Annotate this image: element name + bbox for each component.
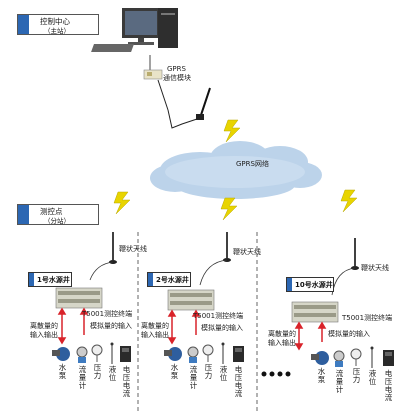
io-arrow	[294, 321, 327, 351]
lightning-icon	[220, 197, 238, 221]
flowmeter-icon	[333, 350, 345, 367]
lightning-icon	[223, 119, 241, 143]
device-label: 电压电流	[384, 369, 393, 402]
discrete-io-label: 离散量的	[268, 330, 296, 338]
computer-icon	[91, 8, 178, 52]
pressure-gauge-icon	[350, 348, 362, 366]
cable	[167, 109, 201, 129]
flowmeter-icon	[187, 346, 199, 363]
device-label: 压力	[352, 367, 361, 384]
meter-icon	[383, 350, 394, 366]
lightning-icon	[340, 189, 358, 213]
device-label: 电压电流	[234, 365, 243, 398]
terminal-icon	[167, 289, 215, 311]
antenna-icon	[196, 87, 211, 120]
level-sensor-icon	[221, 342, 225, 364]
well-label: 2号水源井	[156, 276, 189, 284]
terminal-label: T5001测控终端	[82, 310, 133, 318]
cloud-icon	[150, 141, 322, 199]
device-label: 压力	[93, 363, 102, 380]
pump-icon	[52, 347, 70, 361]
antenna-label: 鞭状天线	[233, 248, 261, 256]
device-label: 水泵	[170, 363, 179, 380]
measure-point-title: 测控点	[40, 207, 63, 216]
discrete-io-label: 输入输出	[141, 331, 169, 339]
io-arrow	[57, 307, 89, 345]
device-label: 流量计	[189, 365, 198, 390]
gprs-module-label: GPRS	[167, 65, 186, 73]
device-label: 水泵	[58, 363, 67, 380]
discrete-io-label: 输入输出	[268, 339, 296, 347]
pressure-gauge-icon	[91, 344, 103, 362]
io-arrow	[167, 309, 201, 345]
device-label: 电压电流	[122, 365, 131, 398]
control-center-box: 控制中心 （主站）	[17, 14, 99, 35]
meter-icon	[233, 346, 244, 362]
meter-icon	[120, 346, 131, 362]
antenna-icon	[89, 232, 117, 281]
lightning-icon	[113, 191, 131, 215]
well-badge: 1号水源井	[28, 272, 72, 287]
well-label: 1号水源井	[37, 276, 70, 284]
terminal-label: T5001测控终端	[342, 314, 393, 322]
antenna-icon	[199, 232, 231, 286]
device-label: 压力	[204, 363, 213, 380]
terminal-icon	[291, 301, 339, 323]
analog-input-label: 模拟量的输入	[328, 330, 370, 338]
device-label: 流量计	[335, 369, 344, 394]
control-center-subtitle: （主站）	[44, 27, 70, 35]
network-label: GPRS网络	[236, 160, 269, 168]
discrete-io-label: 输入输出	[30, 331, 58, 339]
flowmeter-icon	[76, 346, 88, 363]
ellipsis-dots	[261, 371, 291, 377]
cable	[157, 79, 169, 111]
pressure-gauge-icon	[202, 344, 214, 362]
measure-point-subtitle: （分站）	[44, 217, 70, 225]
gprs-module-icon	[143, 69, 163, 80]
pump-icon	[311, 351, 329, 365]
device-label: 液位	[219, 365, 228, 382]
antenna-label: 鞭状天线	[119, 245, 147, 253]
level-sensor-icon	[370, 346, 374, 368]
well-label: 10号水源井	[295, 281, 333, 289]
gprs-module-label: 通信模块	[163, 74, 191, 82]
antenna-icon	[331, 238, 359, 296]
device-label: 液位	[368, 369, 377, 386]
well-badge: 10号水源井	[286, 277, 334, 292]
analog-input-label: 模拟量的输入	[201, 324, 243, 332]
level-sensor-icon	[110, 342, 114, 364]
device-label: 液位	[108, 365, 117, 382]
pump-icon	[164, 347, 182, 361]
terminal-label: T5001测控终端	[193, 312, 244, 320]
antenna-label: 鞭状天线	[361, 264, 389, 272]
analog-input-label: 模拟量的输入	[90, 322, 132, 330]
control-center-title: 控制中心	[40, 17, 70, 26]
discrete-io-label: 离散量的	[30, 322, 58, 330]
device-label: 流量计	[78, 365, 87, 390]
well-badge: 2号水源井	[147, 272, 191, 287]
device-label: 水泵	[317, 367, 326, 384]
measure-point-box: 测控点 （分站）	[17, 204, 99, 225]
discrete-io-label: 离散量的	[141, 322, 169, 330]
terminal-icon	[55, 287, 103, 309]
